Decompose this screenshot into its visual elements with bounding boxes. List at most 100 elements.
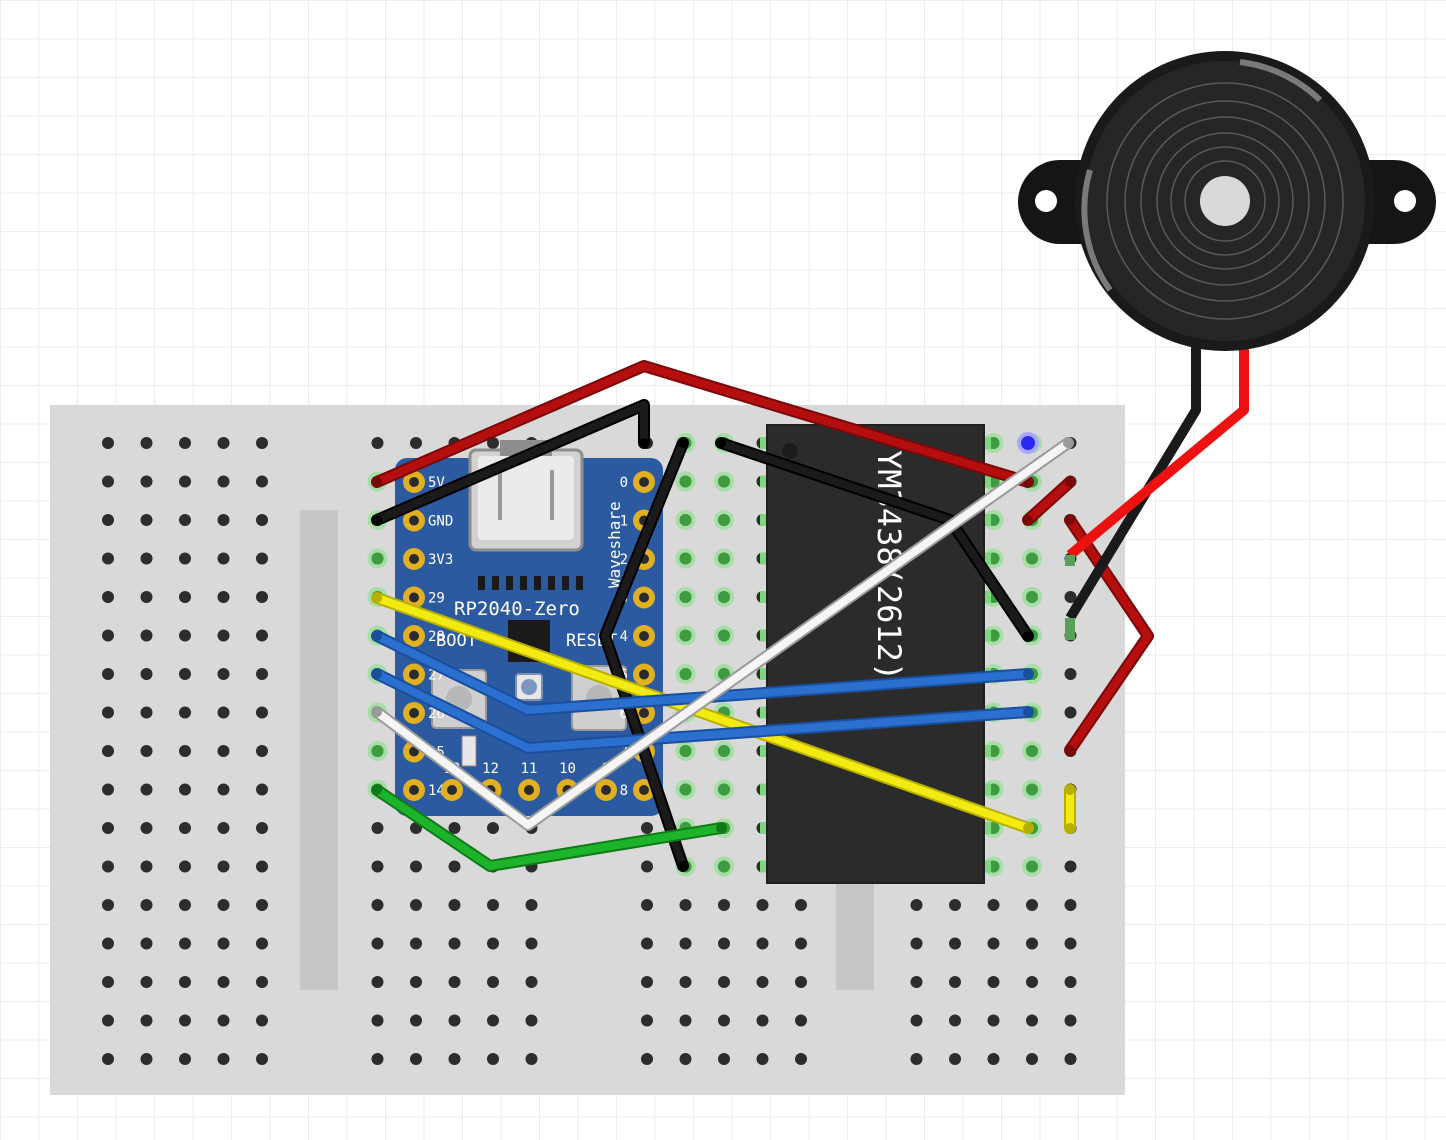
board-pin-hole	[639, 785, 649, 795]
red-wire-short	[1024, 478, 1074, 524]
breadboard-hole	[641, 1053, 653, 1065]
breadboard-hole	[102, 745, 114, 757]
chip-leg	[760, 822, 770, 834]
connected-hole	[718, 514, 730, 526]
chip-leg	[760, 475, 770, 488]
left-pin-label: 3V3	[428, 552, 453, 568]
yellow-wire-end	[1023, 823, 1033, 833]
breadboard-hole	[910, 937, 923, 950]
breadboard-hole	[217, 629, 230, 642]
breadboard-hole	[102, 591, 114, 603]
breadboard-hole	[256, 514, 268, 526]
breadboard-hole	[256, 1014, 268, 1027]
breadboard-hole	[718, 937, 730, 950]
connected-hole	[1026, 783, 1038, 796]
connected-hole	[679, 475, 692, 488]
chip-pin1-marker	[782, 443, 798, 459]
breadboard-hole	[256, 552, 268, 565]
breadboard-hole	[179, 591, 191, 603]
black-wire-chip-gnd-end	[716, 438, 726, 448]
connected-hole	[1026, 860, 1038, 873]
breadboard-hole	[679, 1053, 692, 1065]
breadboard-channel-right	[836, 880, 874, 990]
breadboard-hole	[102, 899, 114, 911]
board-pin-hole	[409, 669, 419, 680]
blue-wire-2	[373, 670, 1032, 752]
board-pin-hole	[409, 708, 419, 718]
yellow-wire	[373, 594, 1032, 832]
breadboard-hole	[179, 745, 191, 757]
breadboard-hole	[718, 976, 730, 988]
breadboard-hole	[140, 976, 153, 988]
breadboard-hole	[949, 1053, 961, 1065]
board-name-label: RP2040-Zero	[454, 598, 580, 620]
connected-hole	[718, 745, 730, 757]
breadboard-hole	[256, 1053, 268, 1065]
board-pin-hole	[639, 592, 649, 603]
chip-leg	[981, 783, 991, 796]
connected-hole	[718, 860, 730, 873]
breadboard-hole	[179, 437, 191, 449]
breadboard-hole	[256, 822, 268, 834]
breadboard-hole	[179, 1053, 191, 1065]
breadboard-hole	[217, 668, 230, 680]
breadboard-hole	[140, 668, 153, 680]
breadboard-hole	[1026, 937, 1038, 950]
board-pin-hole	[639, 708, 649, 718]
breadboard-hole	[102, 552, 114, 565]
breadboard-hole	[102, 937, 114, 950]
breadboard-hole	[217, 437, 230, 449]
breadboard-hole	[795, 899, 807, 911]
breadboard-hole	[256, 783, 268, 796]
breadboard-hole	[217, 822, 230, 834]
breadboard-hole	[217, 1014, 230, 1027]
white-wire-end	[1063, 438, 1073, 448]
breadboard-hole	[217, 591, 230, 603]
breadboard-hole	[1064, 1014, 1077, 1027]
breadboard-hole	[179, 1014, 191, 1027]
breadboard-hole	[641, 822, 653, 834]
left-pin-label: 29	[428, 591, 445, 607]
connected-hole	[718, 629, 730, 642]
blue-wire-1-end	[1023, 669, 1033, 679]
breadboard-hole	[448, 860, 461, 873]
breadboard-hole	[217, 475, 230, 488]
breadboard-hole	[679, 937, 692, 950]
breadboard-hole	[140, 514, 153, 526]
breadboard-hole	[1064, 976, 1077, 988]
breadboard-hole	[1064, 668, 1077, 680]
connected-hole	[679, 591, 692, 603]
yellow-wire-end	[372, 593, 382, 603]
board-pin-hole	[639, 631, 649, 641]
breadboard-hole	[987, 1014, 1000, 1027]
breadboard-hole	[102, 475, 114, 488]
breadboard-hole	[910, 976, 923, 988]
black-wire-gnd	[373, 401, 648, 524]
breadboard-hole	[140, 475, 153, 488]
chip-leg	[760, 514, 770, 526]
breadboard-hole	[179, 937, 191, 950]
breadboard-hole	[102, 706, 114, 719]
breadboard-hole	[487, 899, 499, 911]
left-pin-label: 14	[428, 783, 445, 799]
board-pin-hole	[601, 785, 611, 795]
connected-hole	[679, 552, 692, 565]
connected-hole	[679, 668, 692, 680]
breadboard-hole	[795, 976, 807, 988]
board-pin-hole	[409, 631, 419, 641]
chip-leg	[981, 822, 991, 834]
breadboard-hole	[1064, 937, 1077, 950]
breadboard-hole	[410, 437, 422, 449]
breadboard-hole	[217, 1053, 230, 1065]
black-wire-chip-gnd-end	[1023, 631, 1033, 641]
white-wire-end	[372, 707, 382, 717]
breadboard-hole	[217, 937, 230, 950]
breadboard-hole	[718, 1053, 730, 1065]
breadboard-hole	[987, 937, 1000, 950]
breadboard-hole	[179, 706, 191, 719]
breadboard-hole	[756, 976, 769, 988]
breadboard-hole	[718, 899, 730, 911]
breadboard-hole	[487, 822, 499, 834]
breadboard-hole	[179, 668, 191, 680]
chip-leg	[760, 437, 770, 449]
